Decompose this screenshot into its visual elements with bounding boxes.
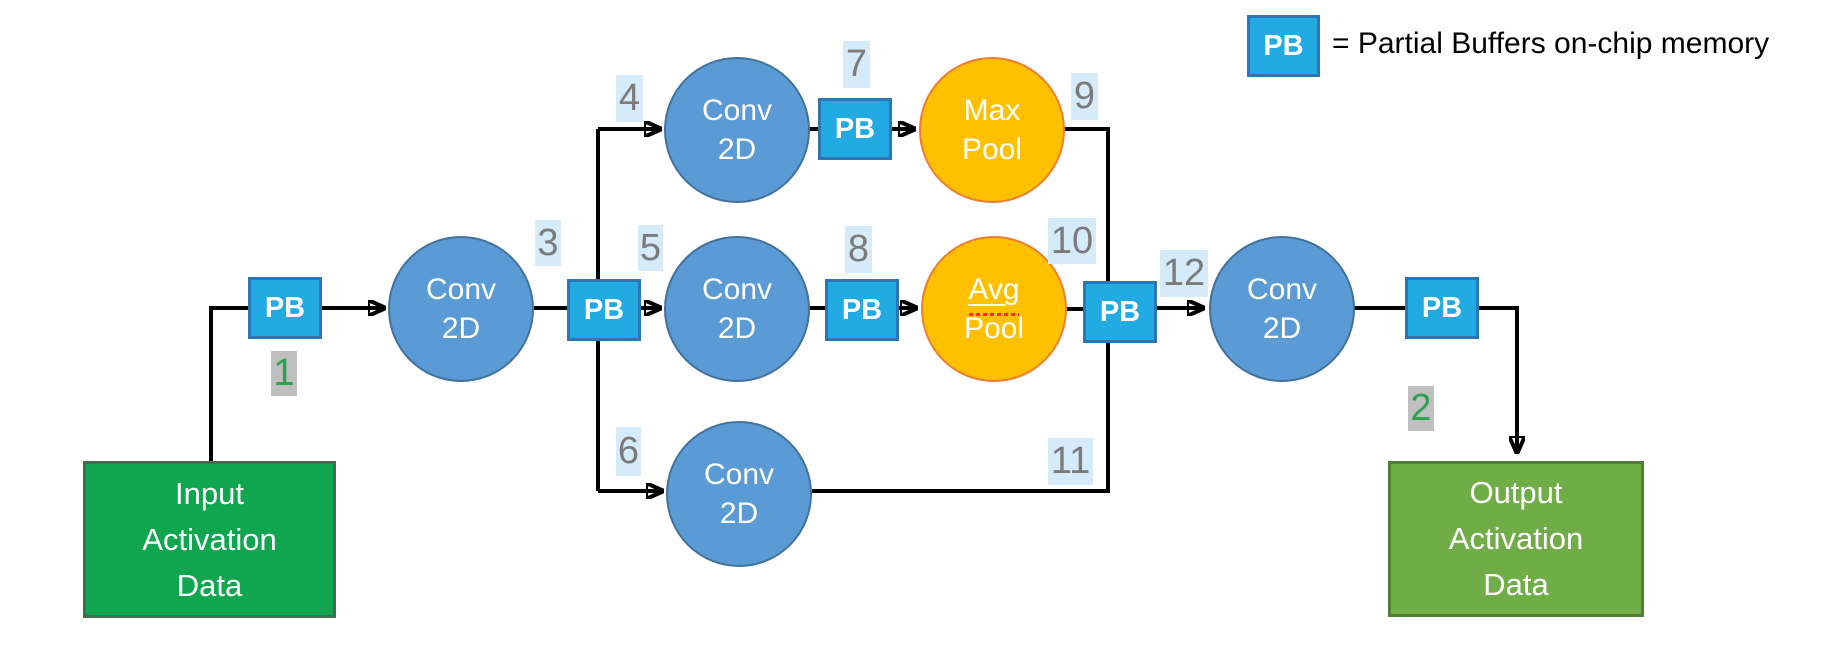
step-label-3: 3 xyxy=(535,220,561,266)
step-7-text: 7 xyxy=(845,43,868,85)
step-label-7: 7 xyxy=(843,41,870,88)
legend-pb-box: PB xyxy=(1247,15,1320,77)
conv2d-node-bottom-label: Conv 2D xyxy=(703,458,775,530)
step-1-text: 1 xyxy=(273,352,295,394)
wire-input-to-pb1 xyxy=(209,306,250,461)
pb-box-4-label: PB xyxy=(841,293,883,326)
conv2d-node-1: Conv 2D xyxy=(388,236,534,382)
avg-pool-line2: Pool xyxy=(963,312,1025,345)
step-label-4: 4 xyxy=(616,75,643,122)
avg-pool-node: Avg Pool xyxy=(921,236,1067,382)
pb-box-3: PB xyxy=(818,98,892,160)
max-pool-label: Max Pool xyxy=(961,94,1023,166)
step-9-text: 9 xyxy=(1073,75,1096,117)
conv2d-node-top: Conv 2D xyxy=(664,57,810,203)
step-4-text: 4 xyxy=(618,77,641,119)
max-pool-node: Max Pool xyxy=(919,57,1065,203)
avg-pool-line1: Avg xyxy=(968,270,1020,316)
input-activation-data-label: Input Activation Data xyxy=(142,475,277,603)
step-12-text: 12 xyxy=(1162,252,1206,294)
step-5-text: 5 xyxy=(639,226,662,269)
conv2d-node-final: Conv 2D xyxy=(1209,236,1355,382)
input-activation-data-box: Input Activation Data xyxy=(83,461,336,618)
pb-box-2: PB xyxy=(567,279,641,341)
conv2d-node-middle-label: Conv 2D xyxy=(701,273,773,345)
step-label-2: 2 xyxy=(1408,386,1434,431)
pb-box-3-label: PB xyxy=(834,112,876,145)
wire-maxpool-merge-vertical xyxy=(1063,127,1110,491)
step-3-text: 3 xyxy=(537,221,559,264)
wire-pb6-to-output xyxy=(1478,306,1517,452)
avg-word-misspell-underline: Avg xyxy=(968,270,1020,316)
step-label-1: 1 xyxy=(271,351,297,396)
legend-description: = Partial Buffers on-chip memory xyxy=(1332,27,1770,60)
step-label-10: 10 xyxy=(1048,218,1096,264)
step-label-12: 12 xyxy=(1160,250,1208,297)
conv2d-node-bottom: Conv 2D xyxy=(666,421,812,567)
step-label-9: 9 xyxy=(1071,73,1098,120)
legend-pb-label: PB xyxy=(1263,29,1304,62)
step-2-text: 2 xyxy=(1410,387,1432,429)
step-label-5: 5 xyxy=(638,225,663,271)
conv2d-node-1-label: Conv 2D xyxy=(425,273,497,345)
pb-box-1-label: PB xyxy=(264,291,306,324)
pb-box-6-label: PB xyxy=(1421,291,1463,324)
output-activation-data-label: Output Activation Data xyxy=(1448,475,1584,602)
step-label-8: 8 xyxy=(845,226,872,273)
pb-box-4: PB xyxy=(825,279,899,341)
step-label-11: 11 xyxy=(1048,438,1093,485)
step-6-text: 6 xyxy=(617,430,640,472)
step-label-6: 6 xyxy=(616,427,641,476)
step-10-text: 10 xyxy=(1050,219,1094,262)
step-11-text: 11 xyxy=(1050,440,1091,482)
output-activation-data-box: Output Activation Data xyxy=(1388,461,1644,617)
conv2d-node-middle: Conv 2D xyxy=(664,236,810,382)
pb-box-2-label: PB xyxy=(583,293,625,326)
pb-box-6: PB xyxy=(1405,277,1479,339)
conv2d-node-top-label: Conv 2D xyxy=(701,94,773,166)
step-8-text: 8 xyxy=(847,228,870,270)
pb-box-1: PB xyxy=(248,277,322,339)
pb-box-5-label: PB xyxy=(1099,295,1141,328)
pb-box-5: PB xyxy=(1083,281,1157,343)
conv2d-node-final-label: Conv 2D xyxy=(1246,273,1318,345)
